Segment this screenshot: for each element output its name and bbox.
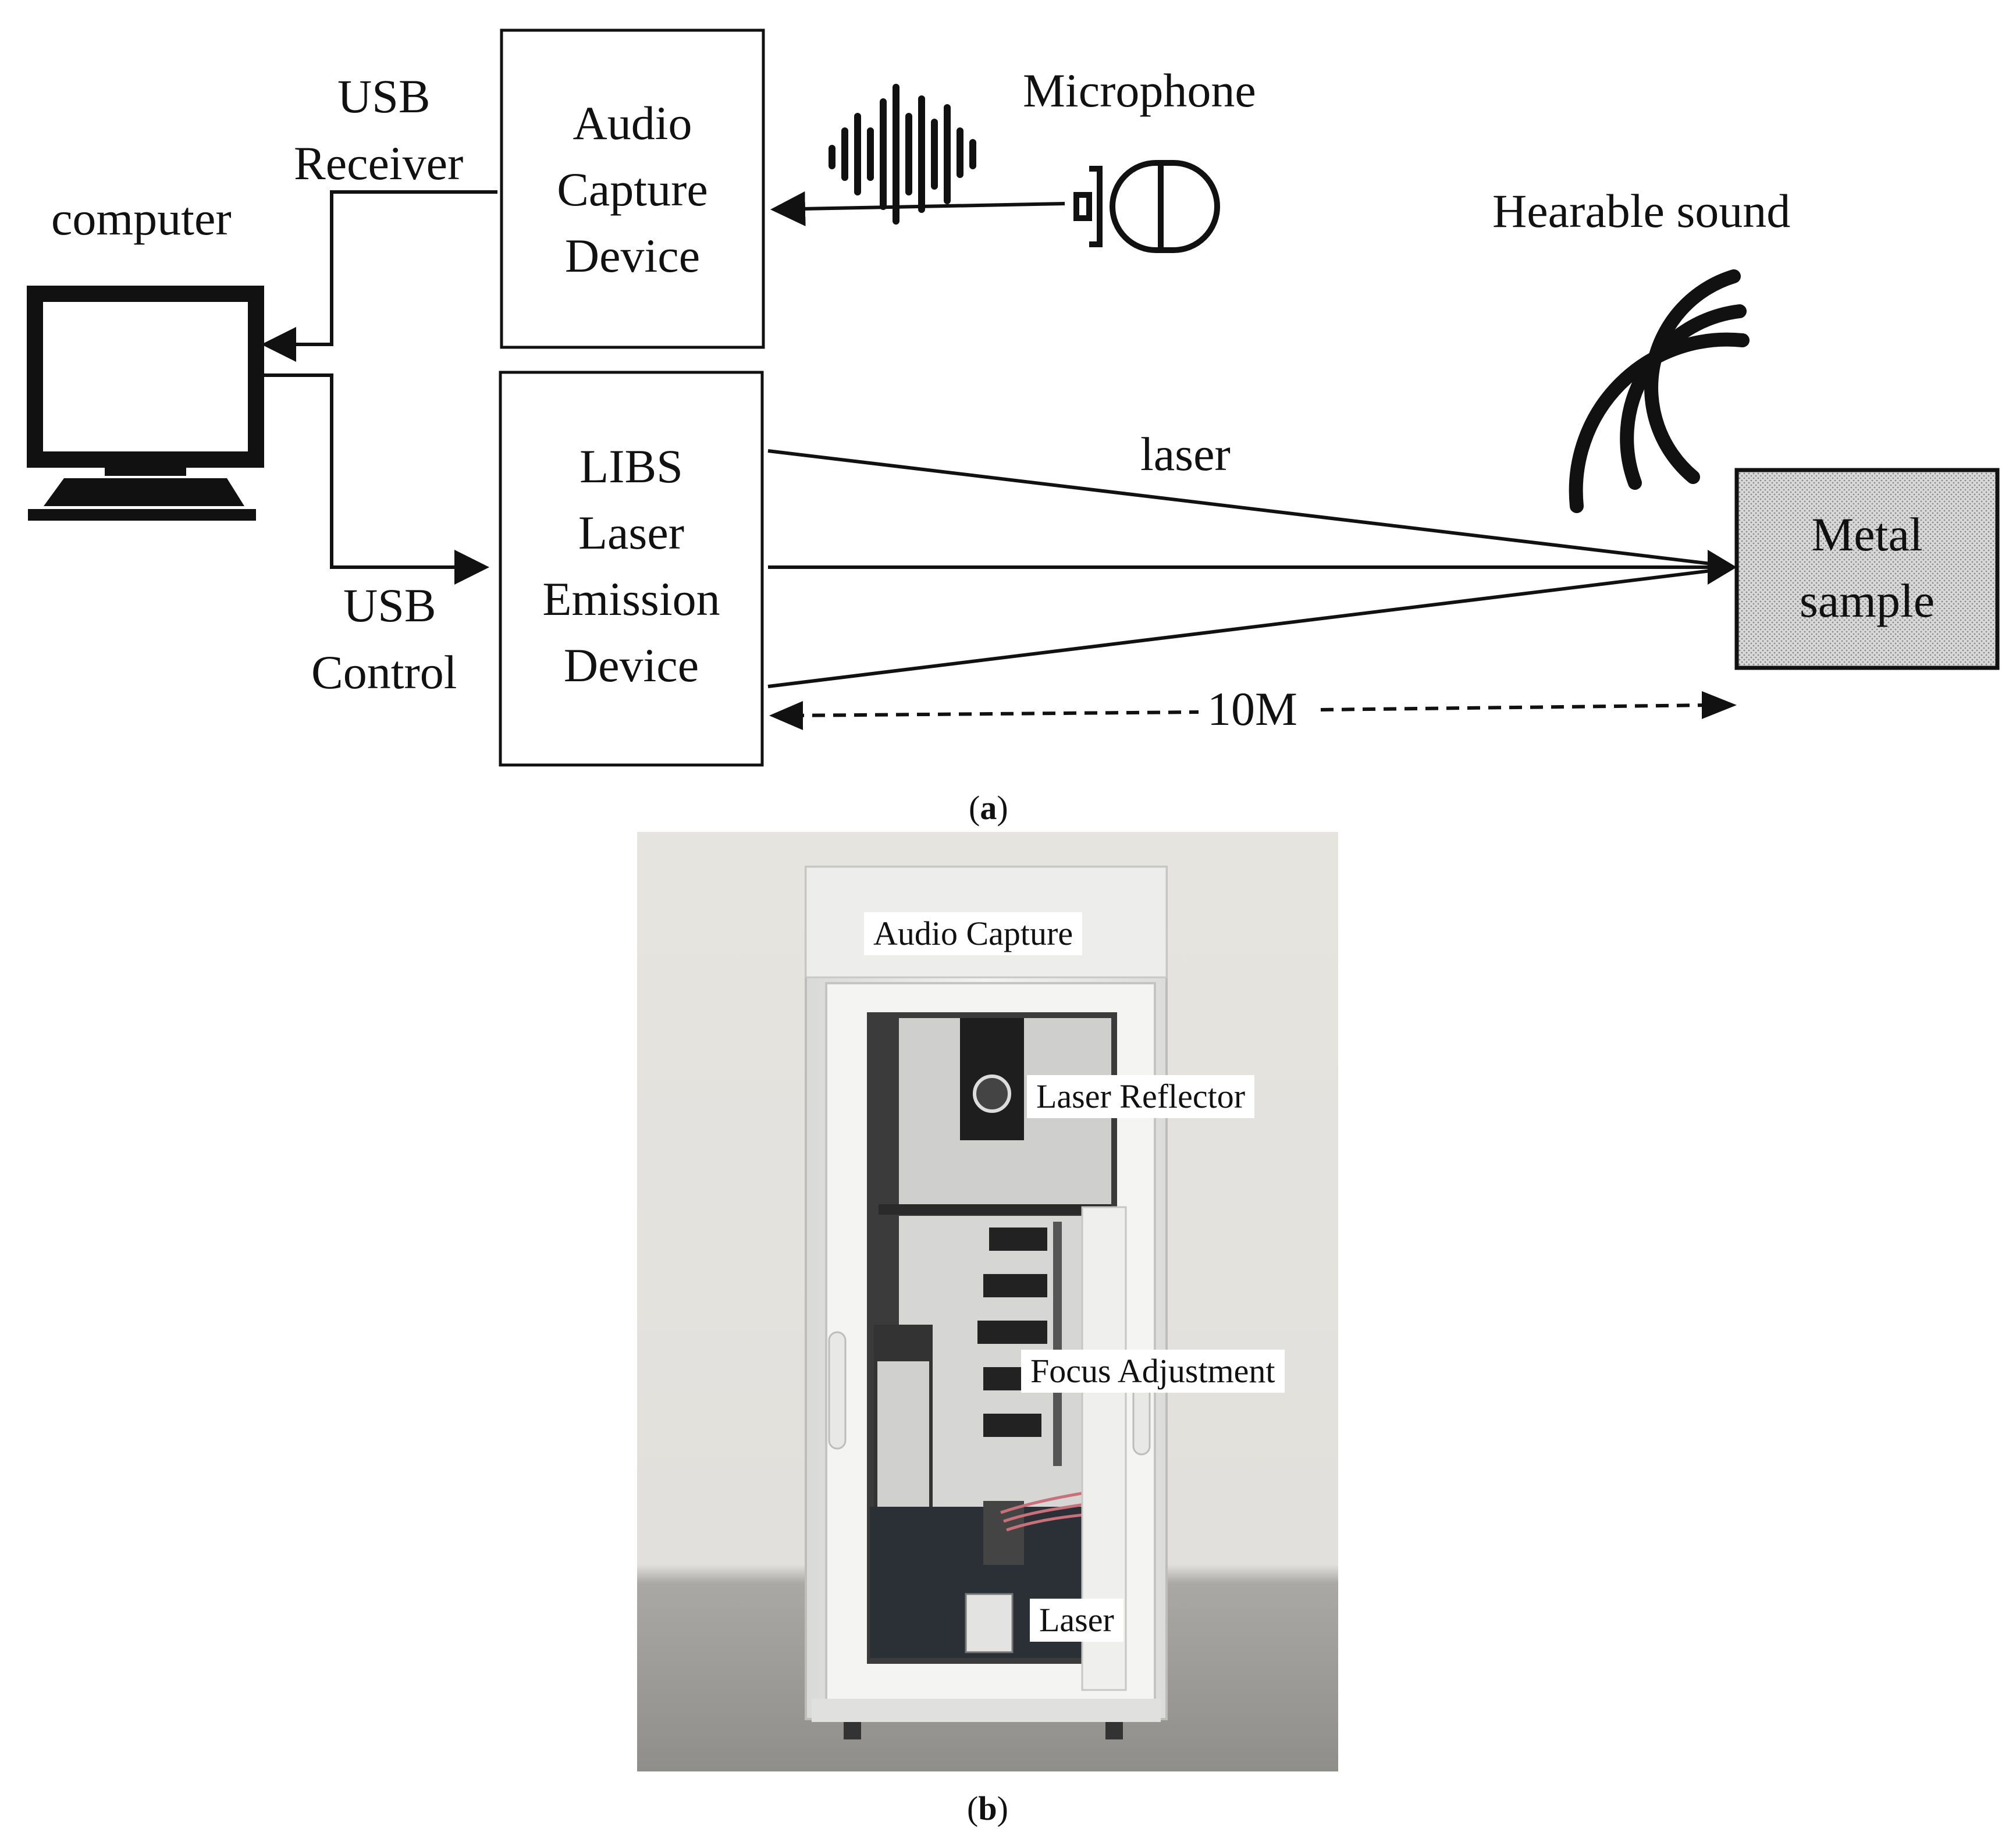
microphone-label: Microphone xyxy=(1023,64,1256,117)
metal-sample-line1: Metal xyxy=(1811,508,1923,561)
metal-sample-label: Metal sample xyxy=(1737,501,1997,634)
caption-a: (a) xyxy=(969,791,1008,825)
audio-capture-device-line1: Audio xyxy=(573,97,692,150)
usb-control-connector xyxy=(256,373,489,585)
photo-label-focus-adjustment: Focus Adjustment xyxy=(1021,1350,1285,1393)
usb-receiver-connector xyxy=(261,190,497,362)
libs-device-line3: Emission xyxy=(542,572,720,625)
laser-label: laser xyxy=(1140,428,1231,481)
distance-label: 10M xyxy=(1207,682,1297,735)
hearable-sound-icon xyxy=(1569,269,1750,513)
audio-capture-device-line2: Capture xyxy=(557,163,708,216)
usb-receiver-label-line1: USB xyxy=(337,70,431,123)
usb-control-label-line1: USB xyxy=(343,579,436,632)
libs-device-label: LIBS Laser Emission Device xyxy=(500,433,762,699)
photo-label-audio-capture: Audio Capture xyxy=(864,912,1083,955)
distance-arrow-right-head xyxy=(1702,691,1737,719)
caption-b-close: ) xyxy=(997,1789,1008,1827)
caption-b-open: ( xyxy=(967,1789,979,1827)
hearable-sound-label: Hearable sound xyxy=(1492,184,1791,237)
microphone-icon xyxy=(1073,160,1220,253)
libs-device-line2: Laser xyxy=(578,506,685,559)
photo-label-laser-reflector: Laser Reflector xyxy=(1027,1075,1255,1118)
usb-control-label-line2: Control xyxy=(311,646,457,699)
usb-receiver-label-line2: Receiver xyxy=(294,137,464,190)
caption-a-letter: a xyxy=(980,789,997,827)
audio-capture-device-label: Audio Capture Device xyxy=(502,90,763,289)
computer-label: computer xyxy=(51,192,232,245)
laser-beams xyxy=(767,449,1726,688)
photo-label-laser: Laser xyxy=(1030,1599,1123,1642)
audio-capture-device-box xyxy=(500,29,765,349)
distance-arrow xyxy=(791,703,1711,717)
caption-b-letter: b xyxy=(978,1789,997,1827)
caption-a-close: ) xyxy=(997,789,1008,827)
metal-sample-line2: sample xyxy=(1799,574,1935,627)
libs-device-box xyxy=(499,371,764,767)
distance-arrow-left-head xyxy=(769,701,803,730)
caption-a-open: ( xyxy=(969,789,980,827)
caption-b: (b) xyxy=(967,1792,1008,1826)
metal-sample-box xyxy=(1734,468,2000,670)
laser-arrowhead xyxy=(1708,550,1737,585)
libs-device-line4: Device xyxy=(563,639,699,692)
sound-wave-icon xyxy=(829,84,976,225)
audio-capture-device-line3: Device xyxy=(564,229,701,282)
libs-device-line1: LIBS xyxy=(579,440,683,493)
